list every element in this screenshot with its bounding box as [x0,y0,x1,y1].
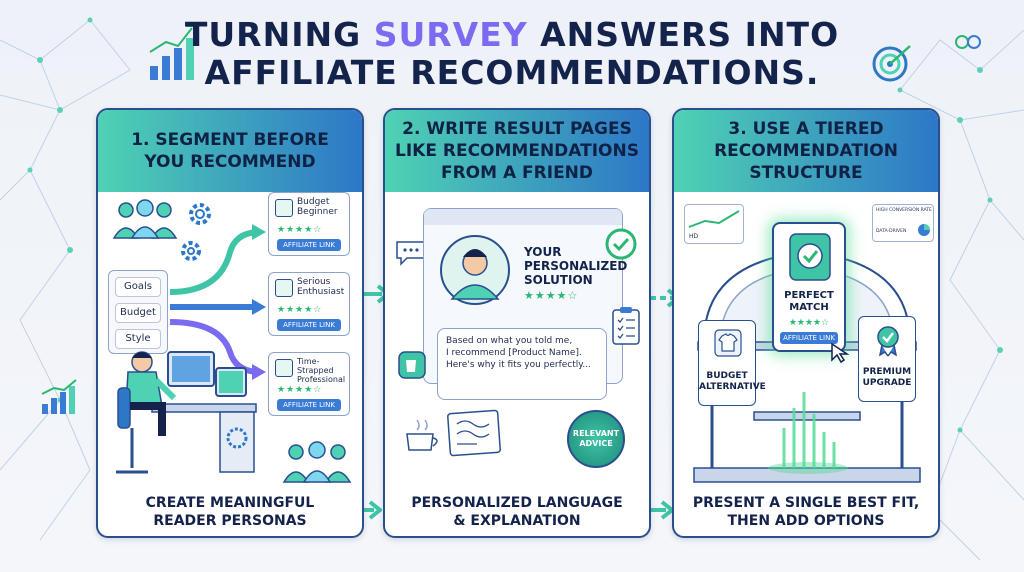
page-title-line1: TURNING SURVEY ANSWERS INTO [184,15,840,54]
panel-1-heading: 1. SEGMENT BEFORE YOU RECOMMEND [98,110,362,192]
persona-avatar-icon [275,279,293,297]
affiliate-link-button[interactable]: AFFILIATE LINK [277,239,341,251]
gears-icon [955,35,981,49]
analytics-dashboard-right: HIGH CONVERSION RATE DATA-DRIVEN [872,204,934,242]
relevant-advice-seal: RELEVANT ADVICE [567,410,625,468]
person-at-desk-illustration [116,351,257,474]
dashboard-label-conversion: HIGH CONVERSION RATE [876,208,932,213]
browser-toolbar [424,209,622,225]
panel-2-footer: PERSONALIZED LANGUAGE & EXPLANATION [411,495,623,529]
panel-segment: 1. SEGMENT BEFORE YOU RECOMMEND Goals Bu… [96,108,364,538]
tshirt-icon [714,329,742,357]
trend-chart-icon [688,210,740,228]
page-title-line2: AFFILIATE RECOMMENDATIONS. [204,53,820,92]
handwritten-note-icon [447,409,501,457]
result-rating: ★★★★☆ [524,289,579,302]
analytics-dashboard-left: HD [684,204,744,244]
persona-avatar-icon [275,199,293,217]
perfect-match-label: PERFECT MATCH [784,290,834,313]
panel-3-body: HD HIGH CONVERSION RATE DATA-DRIVEN [674,192,938,492]
badge-check-icon [789,233,831,281]
perfect-match-card[interactable]: PERFECT MATCH ★★★★☆ AFFILIATE LINK [772,222,846,352]
persona-rating: ★★★★☆ [277,305,323,315]
budget-alternative-card[interactable]: BUDGET ALTERNATIVE [698,320,766,406]
recommendation-message: Based on what you told me, I recommend [… [437,328,607,400]
persona-name: Serious Enthusiast [297,277,345,297]
coffee-mug-icon [406,419,438,451]
affiliate-link-button[interactable]: AFFILIATE LINK [277,399,341,411]
panel-2-body: YOUR PERSONALIZED SOLUTION ★★★★☆ Based o… [385,192,649,492]
persona-card-budget-beginner: Budget Beginner ★★★★☆ AFFILIATE LINK [268,192,350,256]
dashboard-label-hd: HD [689,233,699,240]
checkmark-badge-icon [605,228,637,260]
persona-rating: ★★★★☆ [277,225,323,235]
cursor-pointer-icon [831,342,850,364]
persona-card-time-strapped-professional: Time- Strapped Professional ★★★★☆ AFFILI… [268,352,350,416]
audience-group-icon [112,199,178,239]
tag-goals: Goals [115,277,161,297]
pie-chart-icon [918,224,930,236]
friend-avatar [440,235,510,305]
affiliate-link-button[interactable]: AFFILIATE LINK [780,332,838,344]
panel-3-heading: 3. USE A TIERED RECOMMENDATION STRUCTURE [674,110,938,192]
checklist-clipboard-icon [612,307,640,345]
premium-upgrade-card[interactable]: PREMIUM UPGRADE [858,316,916,402]
panel-3-footer: PRESENT A SINGLE BEST FIT, THEN ADD OPTI… [692,495,920,529]
persona-name: Budget Beginner [297,197,338,217]
panel-2-heading: 2. WRITE RESULT PAGES LIKE RECOMMENDATIO… [385,110,649,192]
budget-alternative-label: BUDGET ALTERNATIVE [699,371,766,392]
gear-icon-2 [181,241,201,261]
premium-upgrade-label: PREMIUM UPGRADE [862,367,912,388]
affiliate-link-button[interactable]: AFFILIATE LINK [277,319,341,331]
tag-budget: Budget [115,303,161,323]
title-highlight: SURVEY [373,15,528,54]
recommendation-text: Based on what you told me, I recommend [… [446,336,591,370]
panel-1-body: Goals Budget Style Budget Beginner ★★★★☆… [98,192,362,492]
panel-1-footer: CREATE MEANINGFUL READER PERSONAS [145,495,315,529]
gear-icon [189,203,211,225]
segment-criteria: Goals Budget Style [108,270,168,354]
persona-avatar-icon [275,359,293,377]
audience-group-icon-bottom [282,441,352,483]
award-ribbon-icon [877,326,899,357]
coffee-cup-icon [398,351,426,379]
growth-chart-icon-small [41,379,77,414]
result-title: YOUR PERSONALIZED SOLUTION [524,245,628,287]
persona-name: Time- Strapped Professional [297,357,346,384]
tag-style: Style [115,329,161,349]
dashboard-label-data-driven: DATA-DRIVEN [876,229,907,234]
persona-card-serious-enthusiast: Serious Enthusiast ★★★★☆ AFFILIATE LINK [268,272,350,336]
perfect-match-rating: ★★★★☆ [788,318,830,328]
growth-chart-icon [149,25,195,80]
persona-rating: ★★★★☆ [277,385,323,395]
target-icon [872,45,911,82]
panel-write-results: 2. WRITE RESULT PAGES LIKE RECOMMENDATIO… [383,108,651,538]
panel-tiered-structure: 3. USE A TIERED RECOMMENDATION STRUCTURE… [672,108,940,538]
